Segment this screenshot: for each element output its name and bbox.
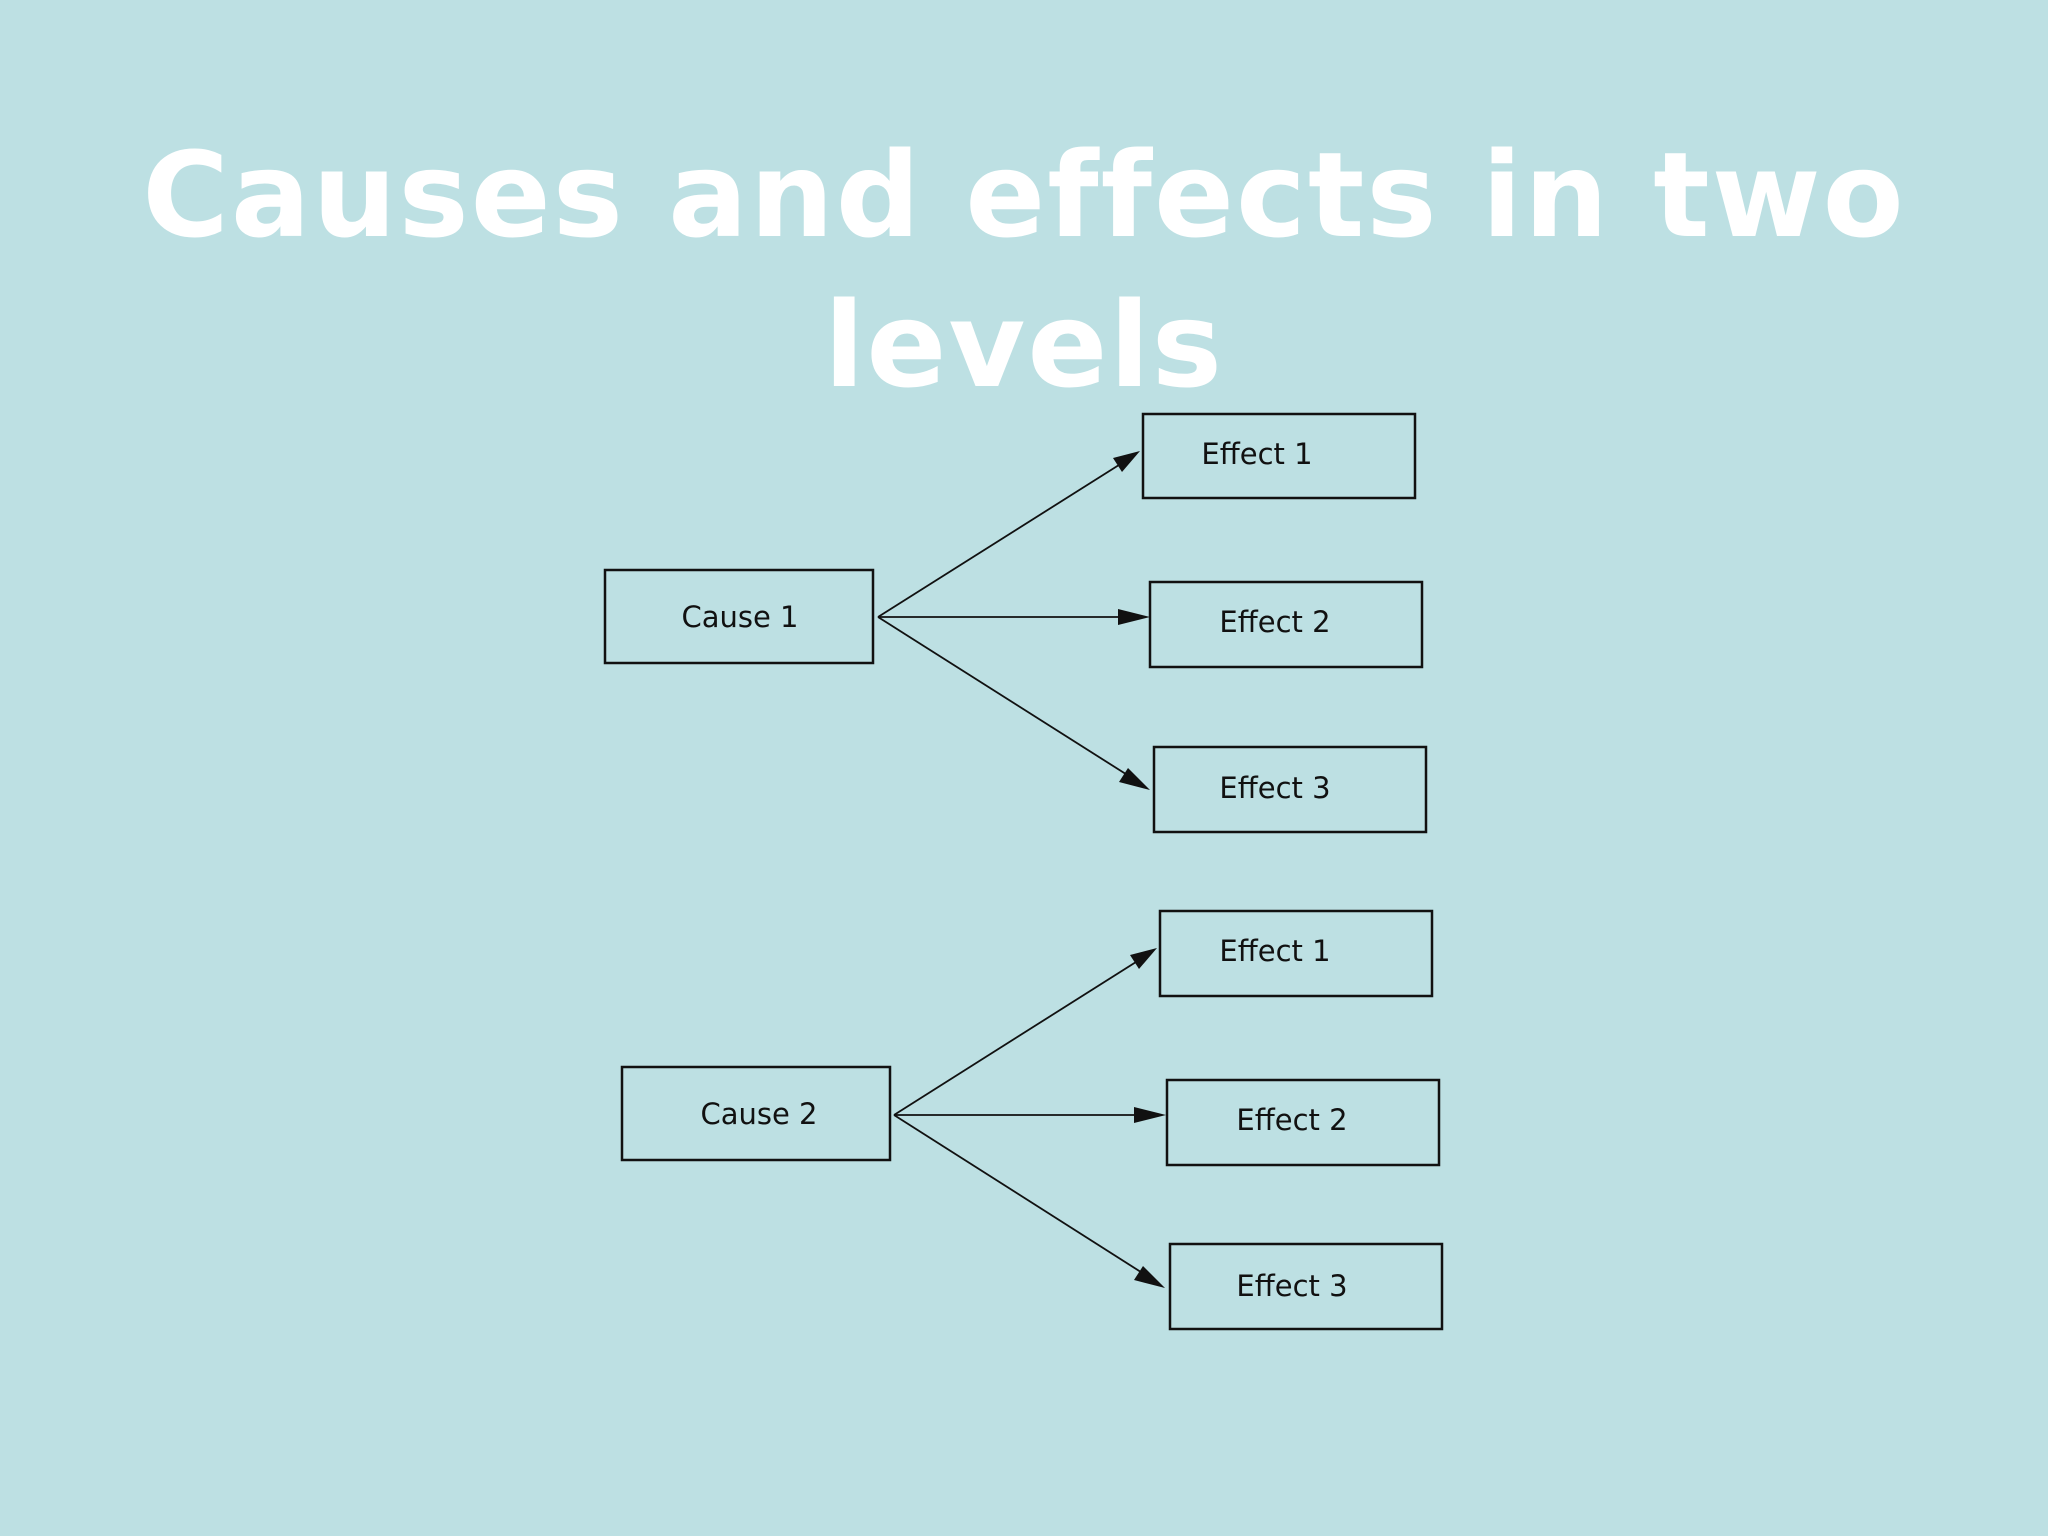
cause-node-2: Cause 2 — [620, 1065, 892, 1162]
edge-cause1-effect3 — [877, 616, 1150, 790]
cause-label-2: Cause 2 — [700, 1097, 817, 1131]
edge-cause2-effect1 — [893, 948, 1157, 1116]
effect-label-2-2: Effect 2 — [1236, 1103, 1347, 1137]
effect-label-2-3: Effect 3 — [1236, 1269, 1347, 1303]
effect-node-1-3: Effect 3 — [1152, 745, 1428, 834]
edge-cause2-effect2 — [894, 1107, 1166, 1123]
slide-title: Causes and effects in two levels — [142, 126, 1906, 414]
effect-node-2-2: Effect 2 — [1165, 1078, 1441, 1167]
cause-label-1: Cause 1 — [681, 600, 798, 634]
effect-label-2-1: Effect 1 — [1219, 934, 1330, 968]
cause-node-1: Cause 1 — [603, 568, 875, 665]
effect-node-1-2: Effect 2 — [1148, 580, 1424, 669]
edge-cause2-effect3 — [893, 1114, 1165, 1288]
effect-label-1-1: Effect 1 — [1201, 437, 1312, 471]
effect-label-1-2: Effect 2 — [1219, 605, 1330, 639]
effect-node-1-1: Effect 1 — [1141, 412, 1417, 500]
edge-cause1-effect2 — [878, 609, 1150, 625]
effect-label-1-3: Effect 3 — [1219, 771, 1330, 805]
edge-cause1-effect1 — [877, 451, 1140, 618]
effect-node-2-1: Effect 1 — [1158, 909, 1434, 998]
effect-node-2-3: Effect 3 — [1168, 1242, 1444, 1331]
